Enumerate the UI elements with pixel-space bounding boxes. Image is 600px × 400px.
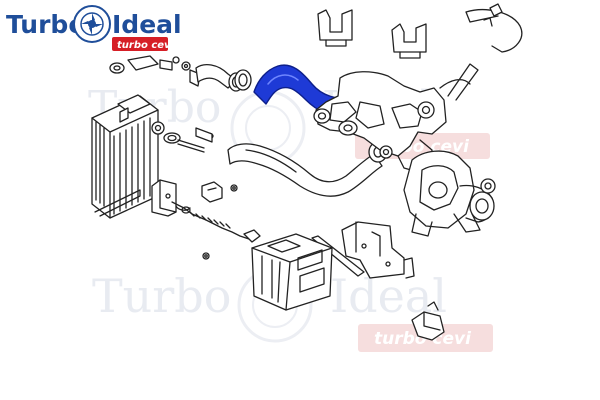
logo-word2: Ideal: [112, 10, 182, 39]
mounting-brackets-top: [317, 3, 523, 59]
sensor-with-cable: [171, 201, 261, 260]
intercooler-radiator: [91, 94, 165, 219]
brand-logo: Turbo Ideal turbo cevi: [6, 5, 182, 51]
battery-cover: [251, 233, 333, 311]
watermark-bottom: Turbo Ideal turbo cevi: [92, 267, 493, 352]
watermark-bottom-word1: Turbo: [92, 269, 231, 323]
mounting-brackets-center: [151, 179, 238, 217]
turbocharger: [403, 150, 496, 237]
watermark-bottom-tagline: turbo cevi: [374, 329, 472, 349]
logo-word1: Turbo: [6, 10, 86, 39]
support-bracket-plate: [311, 221, 415, 279]
logo-tagline: turbo cevi: [117, 40, 175, 51]
turbine-logo-icon: [73, 5, 111, 43]
small-clip-lower: [411, 301, 445, 341]
engine-intake-manifold: [313, 63, 479, 173]
